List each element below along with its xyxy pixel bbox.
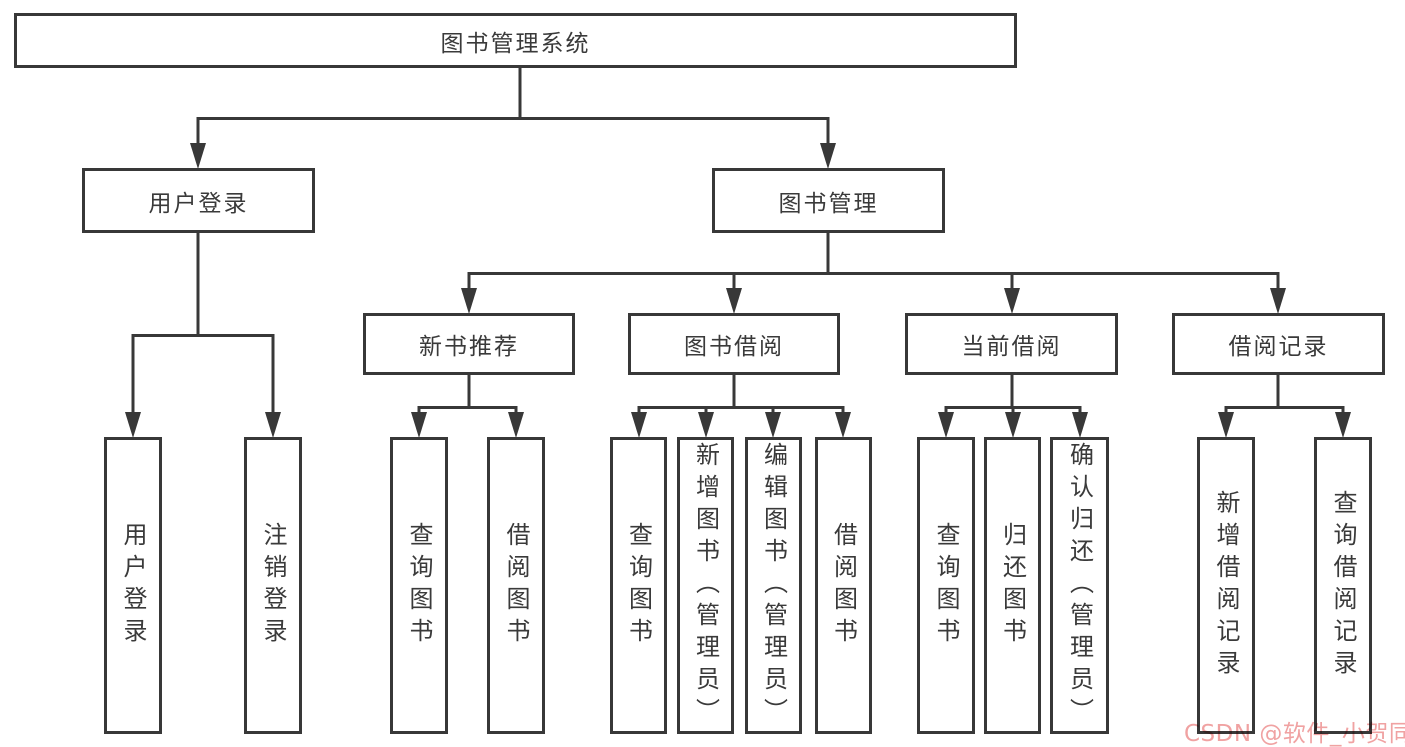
leaf-query-books-current: 查询图书 [917, 437, 975, 734]
node-library-management-system: 图书管理系统 [14, 13, 1017, 68]
leaf-edit-books-admin: 编辑图书（管理员） [745, 437, 802, 734]
csdn-watermark: CSDN @软件_小贺同学 [1184, 721, 1405, 747]
edge-root-to-level2 [190, 68, 836, 169]
leaf-query-books-borrow: 查询图书 [610, 437, 667, 734]
node-borrowing-records: 借阅记录 [1172, 313, 1385, 375]
edge-borrowrecord-to-leaves [1218, 375, 1351, 438]
leaf-confirm-return-admin: 确认归还（管理员） [1050, 437, 1109, 734]
edge-bookborrow-to-leaves [631, 375, 851, 438]
leaf-query-borrow-record: 查询借阅记录 [1314, 437, 1372, 734]
leaf-return-books: 归还图书 [984, 437, 1041, 734]
leaf-query-books-rec: 查询图书 [390, 437, 448, 734]
node-book-borrowing: 图书借阅 [628, 313, 840, 375]
leaf-borrow-books-rec: 借阅图书 [487, 437, 545, 734]
edge-newbookrec-to-leaves [411, 375, 524, 438]
leaf-user-login: 用户登录 [104, 437, 162, 734]
node-current-borrowing: 当前借阅 [905, 313, 1118, 375]
leaf-add-books-admin: 新增图书（管理员） [677, 437, 734, 734]
leaf-borrow-books-borrow: 借阅图书 [815, 437, 872, 734]
leaf-logout: 注销登录 [244, 437, 302, 734]
edge-userlogin-to-leaves [125, 233, 281, 438]
node-book-management: 图书管理 [712, 168, 945, 233]
node-new-book-recommendation: 新书推荐 [363, 313, 575, 375]
edge-bookmgmt-to-level3 [461, 233, 1286, 314]
edge-currentborrow-to-leaves [938, 375, 1088, 438]
node-user-login-group: 用户登录 [82, 168, 315, 233]
leaf-add-borrow-record: 新增借阅记录 [1197, 437, 1255, 734]
